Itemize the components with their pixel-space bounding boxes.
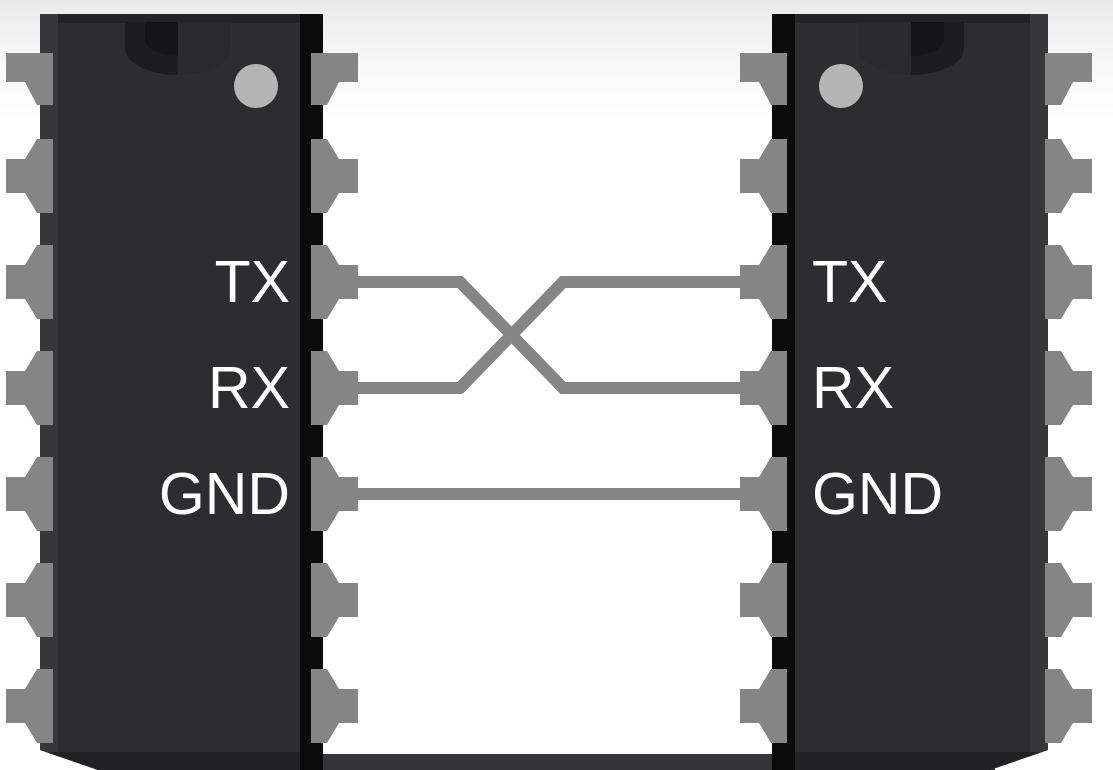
right-ic-rx-label: RX <box>812 355 894 421</box>
right-ic-top-bevel <box>772 14 1048 23</box>
right-ic-notch-inner <box>878 22 944 56</box>
left-ic-tx-label: TX <box>214 249 290 315</box>
left-ic-bottom-bevel <box>40 752 323 770</box>
wire-left-rx-to-right-tx <box>350 276 748 394</box>
right-ic-pin1-dot-icon <box>819 64 863 108</box>
left-ic-notch-inner <box>145 22 211 56</box>
right-ic-body <box>772 14 1048 770</box>
right-ic-gnd-label: GND <box>812 461 944 527</box>
right-ic-tx-label: TX <box>812 249 888 315</box>
left-ic-pin1-dot-icon <box>234 64 278 108</box>
left-ic-rx-label: RX <box>208 355 290 421</box>
left-ic-body <box>40 14 323 770</box>
right-ic-outer-bevel <box>1030 14 1048 770</box>
left-ic-gnd-label: GND <box>158 461 290 527</box>
right-ic-bottom-bevel <box>772 752 1048 770</box>
left-ic-top-bevel <box>40 14 323 23</box>
